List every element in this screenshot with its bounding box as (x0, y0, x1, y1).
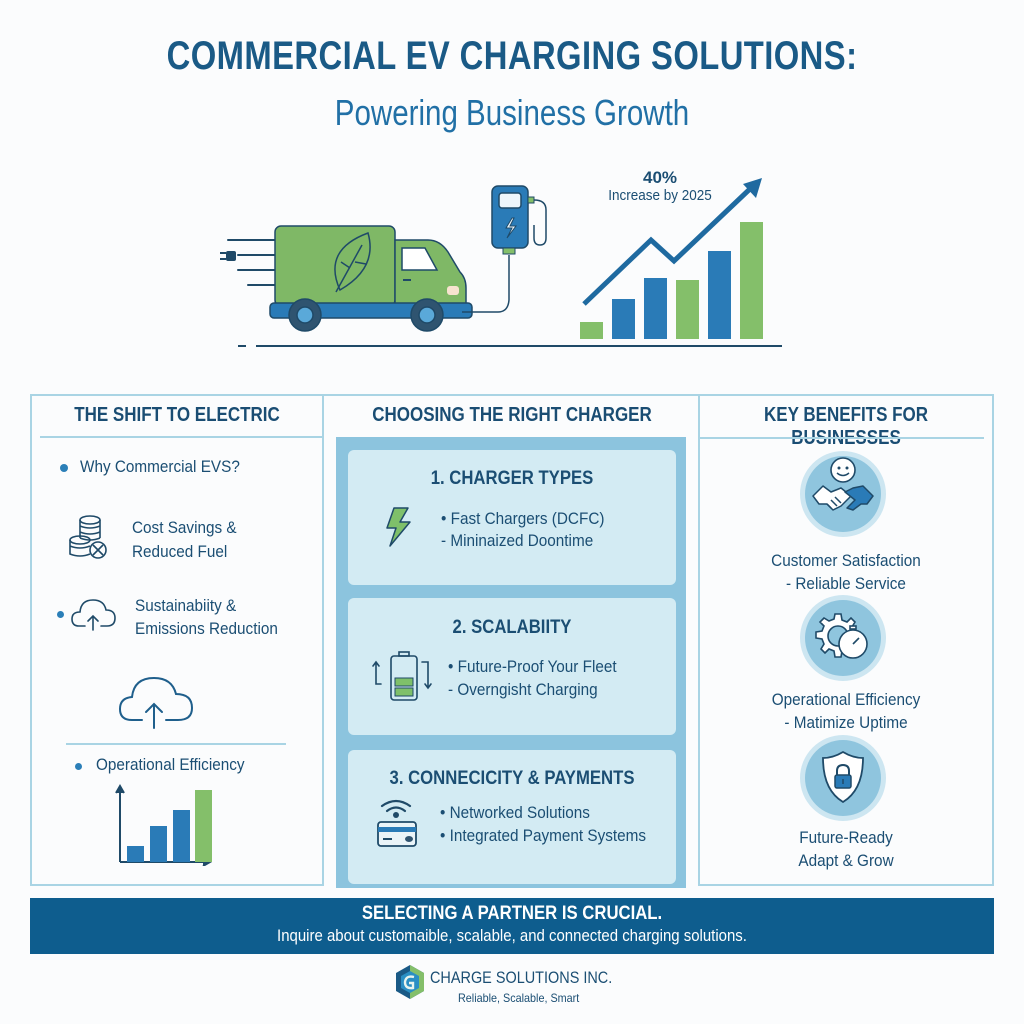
benefit-title: Operational Efficiency (771, 690, 921, 709)
charging-station-icon (491, 185, 547, 255)
middle-column-heading: CHOOSING THE RIGHT CHARGER (372, 404, 652, 426)
bullet-why-commercial-evs: Why Commercial EVS? (80, 457, 240, 476)
delivery-truck-icon (269, 225, 473, 332)
leaf-icon (334, 232, 371, 293)
sustainability-line2: Emissions Reduction (135, 619, 278, 638)
right-column-heading: KEY BENEFITS FOR BUSINESSES (763, 404, 929, 449)
cta-headline: SELECTING A PARTNER IS CRUCIAL. (361, 903, 663, 924)
cost-savings-line2: Reduced Fuel (132, 542, 228, 561)
card-line: - Mininaized Doontime (441, 531, 594, 550)
card-line: • Fast Chargers (DCFC) (441, 509, 605, 528)
benefit-detail: Adapt & Grow (798, 851, 894, 870)
shield-lock-icon (822, 750, 864, 804)
page-subtitle: Powering Business Growth (334, 92, 690, 133)
card-connectivity-payments (348, 750, 676, 884)
card-title: 3. CONNECICITY & PAYMENTS (389, 768, 635, 789)
cta-banner: SELECTING A PARTNER IS CRUCIAL. Inquire … (30, 898, 994, 954)
benefit-title: Customer Satisfaction (771, 551, 921, 570)
cloud-upload-icon (118, 676, 194, 729)
lightning-bolt-icon (386, 507, 411, 547)
sustainability-line1: Sustainabiity & (135, 596, 237, 615)
gear-stopwatch-icon (815, 613, 868, 659)
benefit-detail: - Reliable Service (786, 574, 906, 593)
bullet-dot (60, 464, 68, 472)
divider (66, 743, 286, 745)
company-name: CHARGE SOLUTIONS INC. (430, 968, 613, 987)
plug-icon (220, 251, 236, 261)
divider (40, 436, 324, 438)
left-column-heading: THE SHIFT TO ELECTRIC (74, 404, 280, 426)
cost-savings-line1: Cost Savings & (132, 518, 237, 537)
hero-illustration (220, 178, 782, 347)
page-title: COMMERCIAL EV CHARGING SOLUTIONS: (166, 34, 858, 78)
card-scalability (348, 598, 676, 735)
benefit-detail: - Matimize Uptime (784, 713, 908, 732)
stat-label: Increase by 2025 (608, 187, 712, 204)
growth-bar-chart-icon (580, 222, 763, 339)
cloud-upload-icon (71, 599, 116, 631)
handshake-icon (812, 457, 874, 511)
card-title: 1. CHARGER TYPES (430, 468, 594, 489)
cta-subtext: Inquire about customaible, scalable, and… (277, 926, 747, 945)
section-top-divider (30, 394, 994, 396)
card-line: • Future-Proof Your Fleet (448, 657, 617, 676)
card-line: • Networked Solutions (440, 803, 590, 822)
benefit-title: Future-Ready (799, 828, 893, 847)
bullet-dot (57, 611, 64, 618)
battery-icon (372, 651, 432, 701)
stat-value: 40% (642, 168, 678, 187)
bar-chart-icon (115, 783, 213, 866)
card-line: - Overngisht Charging (448, 680, 598, 699)
company-tagline: Reliable, Scalable, Smart (458, 991, 580, 1005)
company-logo-icon (396, 965, 424, 999)
bullet-dot (75, 763, 82, 770)
wifi-card-icon (377, 799, 417, 847)
panel-shift-to-electric (30, 394, 324, 886)
bullet-operational-efficiency: Operational Efficiency (96, 755, 245, 774)
trend-arrow-icon (582, 178, 762, 306)
charging-cable (462, 255, 510, 313)
card-title: 2. SCALABIITY (452, 617, 572, 638)
card-line: • Integrated Payment Systems (440, 826, 647, 845)
divider (698, 437, 984, 439)
coins-icon (69, 515, 107, 559)
